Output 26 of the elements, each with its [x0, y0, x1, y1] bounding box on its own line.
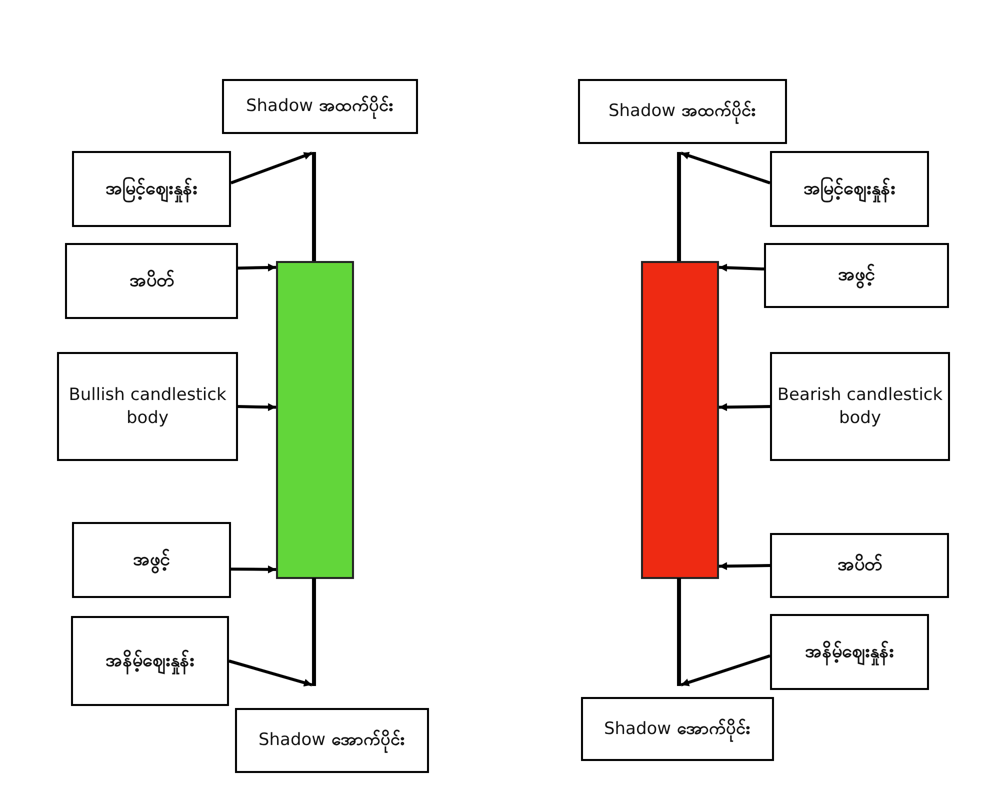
arrow: [238, 403, 276, 412]
arrow: [718, 264, 764, 272]
label-box: Bullish candlestick body: [57, 352, 238, 461]
arrow: [230, 565, 276, 574]
label-box: Shadow အောက်ပိုင်း: [235, 708, 429, 773]
arrow: [718, 403, 770, 412]
candle-body: [276, 261, 354, 579]
arrow: [680, 152, 770, 184]
label-box: အပိတ်: [65, 243, 238, 319]
label-box: Shadow အထက်ပိုင်း: [222, 79, 418, 134]
label-box: အမြင့်ဈေးနှုန်း: [770, 151, 929, 227]
arrow: [718, 562, 770, 570]
arrow: [230, 152, 313, 184]
label-box: အမြင့်ဈေးနှုန်း: [72, 151, 231, 227]
label-box: အဖွင့်: [72, 522, 231, 598]
label-box: အဖွင့်: [764, 243, 949, 308]
label-box: အနိမ့်ဈေးနှုန်း: [71, 616, 229, 706]
label-box: အပိတ်: [770, 533, 949, 598]
candle-body: [641, 261, 719, 579]
label-box: Shadow အထက်ပိုင်း: [578, 79, 787, 144]
label-box: Shadow အောက်ပိုင်း: [581, 697, 774, 761]
label-box: Bearish candlestick body: [770, 352, 950, 461]
label-box: အနိမ့်ဈေးနှုန်း: [770, 614, 929, 690]
arrow: [238, 264, 276, 272]
arrow: [228, 660, 312, 687]
arrow: [680, 654, 770, 686]
